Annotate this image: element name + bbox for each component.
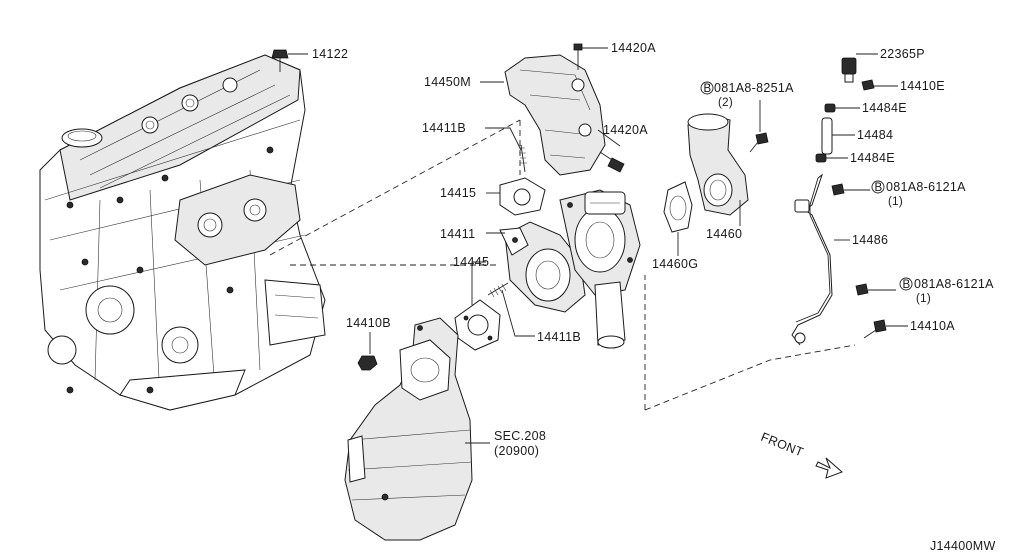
label-081a8-8251a: 081A8-8251A	[714, 81, 794, 95]
block-bolts	[66, 146, 289, 394]
bolt-14410a	[863, 319, 887, 339]
bolt-14420a-mid	[599, 151, 625, 173]
turbocharger-14411	[499, 189, 641, 349]
label-14411b-bottom: 14411B	[537, 330, 581, 344]
label-081a8-6121a-1: 081A8-6121A	[886, 180, 966, 194]
gasket-14415	[499, 177, 546, 216]
label-14484e-top: 14484E	[862, 101, 907, 115]
clip-14410e	[861, 79, 875, 91]
bolt-081a8-6121a-2	[855, 283, 869, 296]
stud-14411b-bottom	[487, 282, 509, 298]
bolt-081a8-6121a-1	[831, 183, 845, 196]
leader-lines	[288, 47, 908, 444]
label-14460g: 14460G	[652, 257, 698, 271]
bolt-prefix-2: B	[875, 182, 883, 194]
gasket-14460g	[663, 181, 693, 233]
pipe-14484	[821, 117, 833, 155]
oil-tube-14486	[791, 173, 833, 346]
engine-block	[39, 54, 326, 411]
label-front: FRONT	[759, 430, 806, 460]
label-14420a-mid: 14420A	[603, 123, 648, 137]
washer-14484e-bottom	[815, 153, 827, 163]
label-14415: 14415	[440, 186, 476, 200]
callout-labels: 14122 14450M 14420A 14411B 14420A 14415 …	[312, 41, 996, 553]
label-14122: 14122	[312, 47, 348, 61]
nut-14410b	[357, 355, 378, 371]
stud-14411b-top	[519, 144, 527, 173]
label-sec208-sub: (20900)	[494, 444, 539, 458]
label-14420a-top: 14420A	[611, 41, 656, 55]
callout-081a8-6121a-2: B 081A8-6121A (1)	[899, 277, 994, 305]
gasket-14445	[454, 299, 501, 351]
label-14410b: 14410B	[346, 316, 391, 330]
label-22365p: 22365P	[880, 47, 925, 61]
label-081a8-6121a-2: 081A8-6121A	[914, 277, 994, 291]
label-081a8-6121a-1-qty: (1)	[888, 196, 903, 208]
label-14411b-top: 14411B	[422, 121, 466, 135]
inlet-pipe-14460	[687, 113, 749, 216]
stud-14122	[271, 49, 289, 72]
label-14484: 14484	[857, 128, 893, 142]
label-14484e-bottom: 14484E	[850, 151, 895, 165]
label-081a8-8251a-qty: (2)	[718, 97, 733, 109]
washer-14484e-top	[824, 103, 836, 113]
diagram-code: J14400MW	[930, 539, 996, 553]
assembly-guide-lines	[269, 119, 856, 411]
callout-081a8-8251a: B 081A8-8251A (2)	[700, 81, 794, 109]
callout-081a8-6121a-1: B 081A8-6121A (1)	[871, 180, 966, 208]
bolt-14420a-top	[573, 43, 583, 70]
label-14460: 14460	[706, 227, 742, 241]
label-14450m: 14450M	[424, 75, 471, 89]
label-14411: 14411	[440, 227, 475, 241]
label-081a8-6121a-2-qty: (1)	[916, 293, 931, 305]
label-14410a: 14410A	[910, 319, 955, 333]
heat-shield-14450m	[504, 54, 606, 176]
bolt-prefix-1: B	[704, 83, 712, 95]
bolt-prefix-3: B	[903, 279, 911, 291]
label-sec208: SEC.208	[494, 429, 546, 443]
label-14486: 14486	[852, 233, 888, 247]
catalytic-converter-sec208	[344, 317, 473, 541]
label-14445: 14445	[453, 255, 489, 269]
oil-switch-22365p	[841, 57, 857, 83]
label-14410e: 14410E	[900, 79, 945, 93]
bolt-081a8-8251a	[749, 132, 769, 153]
front-arrow	[815, 457, 843, 479]
